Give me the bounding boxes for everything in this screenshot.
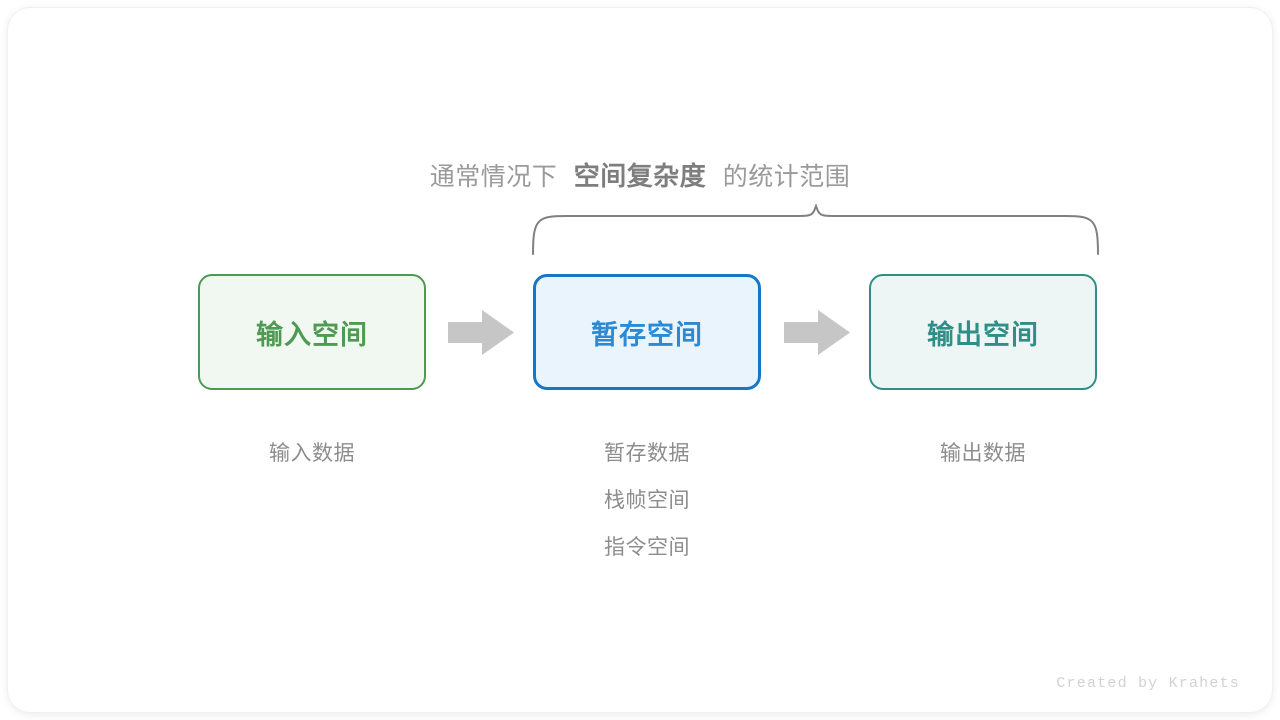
box-output-space-label: 输出空间 bbox=[927, 319, 1039, 350]
heading-prefix: 通常情况下 bbox=[429, 163, 558, 191]
caption-input-space: 输入数据 bbox=[182, 430, 442, 477]
diagram-canvas: 通常情况下 空间复杂度 的统计范围 输入空间 暂存空间 输出空间 输入数据 暂存… bbox=[8, 8, 1272, 712]
arrow-right-icon bbox=[448, 310, 514, 355]
caption-line: 暂存数据 bbox=[604, 442, 690, 465]
caption-output-space: 输出数据 bbox=[853, 430, 1113, 477]
caption-line: 输出数据 bbox=[940, 442, 1026, 465]
box-temp-space[interactable]: 暂存空间 bbox=[533, 274, 761, 390]
box-input-space[interactable]: 输入空间 bbox=[198, 274, 426, 390]
caption-line: 指令空间 bbox=[604, 536, 690, 559]
curly-brace-bracket bbox=[532, 204, 1099, 255]
caption-line: 栈帧空间 bbox=[604, 489, 690, 512]
heading-suffix: 的统计范围 bbox=[722, 163, 851, 191]
caption-line: 输入数据 bbox=[269, 442, 355, 465]
box-temp-space-label: 暂存空间 bbox=[591, 319, 703, 350]
caption-temp-space: 暂存数据 栈帧空间 指令空间 bbox=[517, 430, 777, 571]
arrow-right-icon bbox=[784, 310, 850, 355]
diagram-heading: 通常情况下 空间复杂度 的统计范围 bbox=[8, 158, 1272, 195]
box-output-space[interactable]: 输出空间 bbox=[869, 274, 1097, 390]
watermark-credit: Created by Krahets bbox=[1056, 675, 1240, 692]
box-input-space-label: 输入空间 bbox=[256, 319, 368, 350]
heading-emphasis: 空间复杂度 bbox=[573, 161, 707, 191]
